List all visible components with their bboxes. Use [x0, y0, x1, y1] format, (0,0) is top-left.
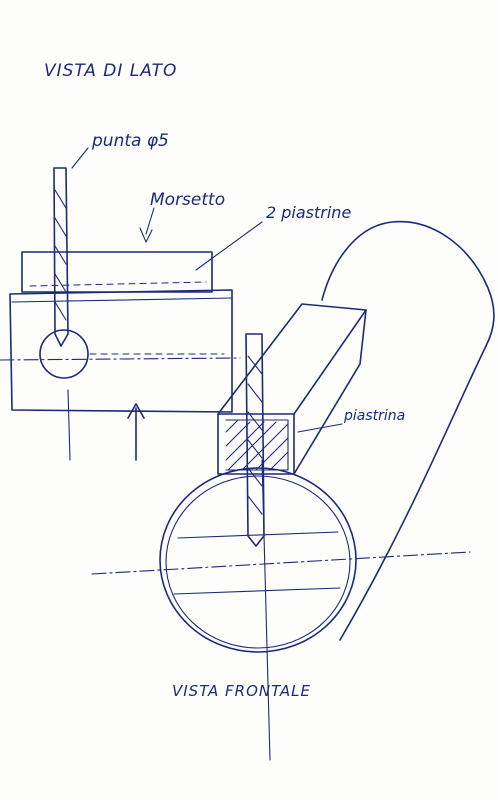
side-view — [0, 167, 241, 461]
plate-side-face — [293, 309, 367, 475]
plate-label: piastrina — [343, 408, 405, 424]
tube-end-arc — [321, 220, 495, 347]
side-hole-circle — [39, 329, 89, 379]
two-plates-leader — [195, 221, 263, 271]
plate-top-face — [217, 303, 367, 415]
front-inner-line-top — [177, 531, 339, 539]
up-arrow — [127, 403, 145, 461]
front-drill-flutes — [247, 355, 263, 515]
front-inner-line-bottom — [173, 587, 341, 595]
front-horizontal-centerline — [91, 551, 471, 575]
drill-leader — [71, 147, 89, 169]
side-centerline — [0, 357, 241, 361]
side-vertical-axis — [67, 389, 71, 461]
front-view-label: VISTA FRONTALE — [172, 682, 311, 700]
side-tube-wall — [11, 297, 233, 303]
front-view — [91, 220, 495, 761]
two-plates-label: 2 piastrine — [266, 203, 351, 222]
side-view-label: VISTA DI LATO — [44, 61, 177, 81]
clamp-label: Morsetto — [150, 190, 225, 210]
tube-lower-edge — [339, 345, 487, 641]
side-drill-bit — [53, 167, 69, 347]
plate-split-line — [29, 281, 207, 287]
front-tube-inner-circle — [165, 475, 351, 649]
drill-flutes — [54, 189, 67, 321]
clamp-plates — [21, 251, 213, 293]
plate-inner-outline — [225, 419, 289, 471]
plate-hatching — [225, 419, 289, 471]
side-tube — [9, 289, 233, 413]
clamp-arrow — [139, 207, 155, 243]
plate-leader — [297, 423, 343, 433]
front-drill-bit — [245, 333, 265, 547]
drill-label: punta φ5 — [91, 131, 169, 151]
